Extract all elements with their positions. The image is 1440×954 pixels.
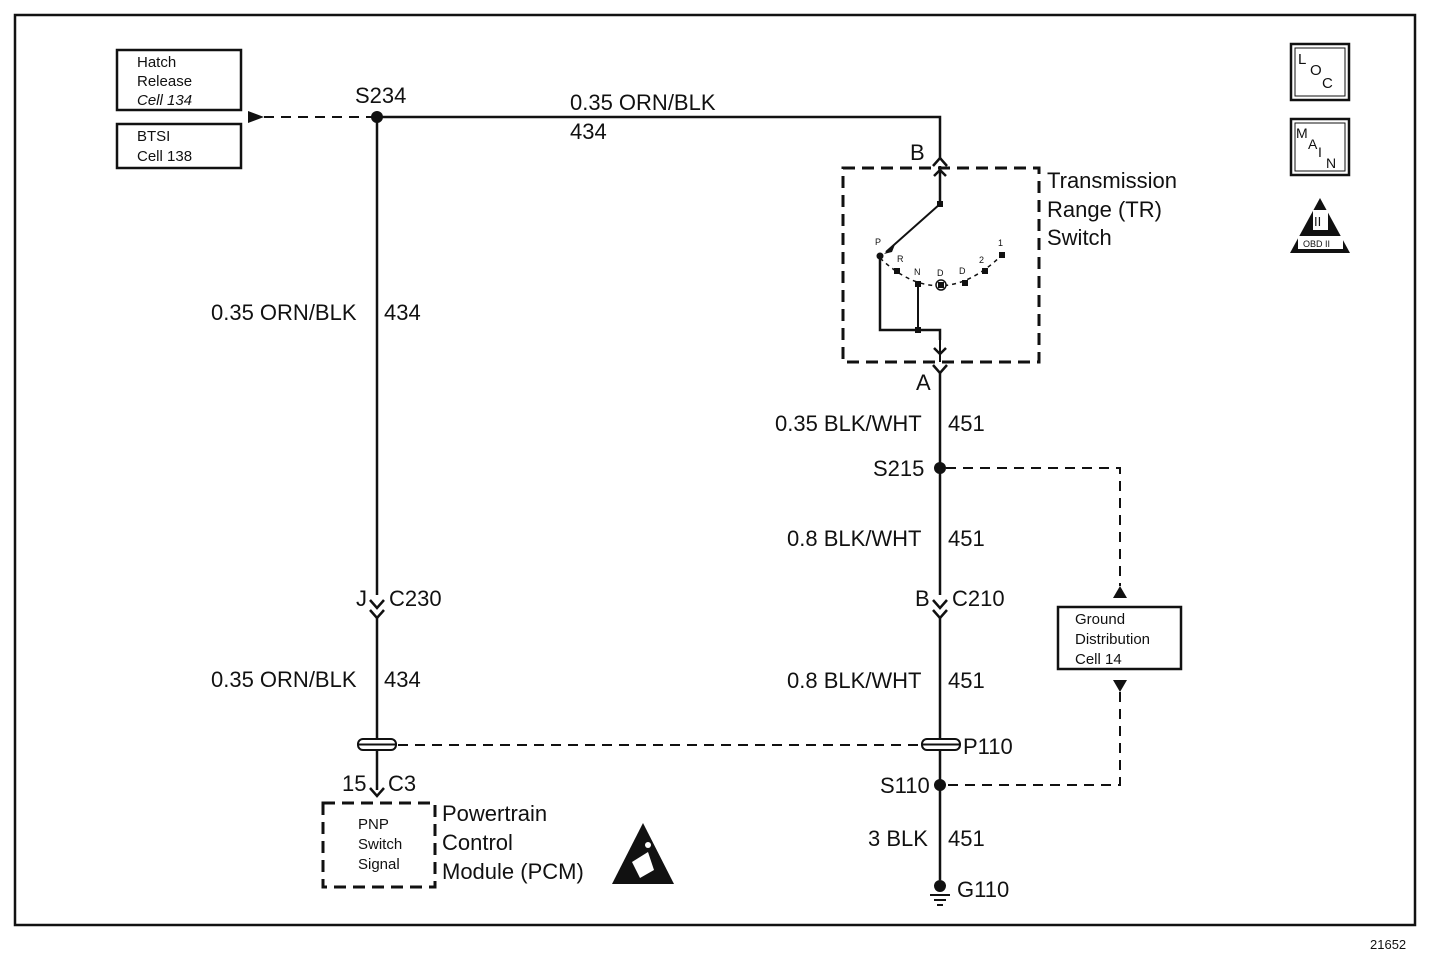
wire-right-3-circuit: 451: [948, 668, 985, 693]
ground-dist-up-arrow: [1113, 586, 1127, 598]
wire-left-upper-spec: 0.35 ORN/BLK: [211, 300, 357, 325]
tr-switch-label-1: Transmission: [1047, 168, 1177, 193]
wire-left-upper-circuit: 434: [384, 300, 421, 325]
loc-icon[interactable]: L O C: [1289, 42, 1351, 102]
ground-distribution-ref[interactable]: Ground Distribution Cell 14: [1056, 605, 1183, 671]
wire-right-4-circuit: 451: [948, 826, 985, 851]
main-icon[interactable]: M A I N: [1289, 117, 1351, 177]
connector-c210: [932, 599, 948, 620]
pcm-label-3: Module (PCM): [442, 859, 584, 884]
svg-text:BTSI: BTSI: [137, 128, 170, 145]
connector-c230-pin: J: [356, 586, 367, 611]
svg-text:P: P: [875, 237, 881, 247]
shield-p110: [921, 738, 961, 751]
obd-ii-icon: II OBD II: [1290, 198, 1350, 253]
tr-switch-label-3: Switch: [1047, 225, 1112, 250]
esd-warning-icon: [612, 823, 674, 884]
svg-text:Cell 134: Cell 134: [137, 92, 192, 109]
svg-text:Ground: Ground: [1075, 611, 1125, 628]
wire-right-2-circuit: 451: [948, 526, 985, 551]
wire-right-2-spec: 0.8 BLK/WHT: [787, 526, 921, 551]
wire-left-lower-spec: 0.35 ORN/BLK: [211, 667, 357, 692]
tr-switch-position-labels: P R N D D 2 1: [875, 237, 1003, 278]
pnp-label-2: Switch: [358, 836, 402, 853]
hatch-release-ref[interactable]: Hatch Release Cell 134: [115, 48, 243, 112]
connector-c230-label: C230: [389, 586, 442, 611]
svg-text:Release: Release: [137, 73, 192, 90]
tr-switch-label-2: Range (TR): [1047, 197, 1162, 222]
wire-right-4-spec: 3 BLK: [868, 826, 928, 851]
svg-text:O: O: [1310, 62, 1322, 79]
tr-pin-b: B: [910, 140, 925, 165]
wire-top-spec: 0.35 ORN/BLK: [570, 90, 716, 115]
connector-c230: [369, 599, 385, 620]
connector-c3-label: C3: [388, 771, 416, 796]
splice-s215-label: S215: [873, 456, 924, 481]
splice-s110: [934, 779, 946, 791]
s215-ground-dash: [946, 467, 1121, 586]
splice-s215: [934, 462, 946, 474]
svg-text:A: A: [1308, 136, 1318, 152]
svg-text:Cell 14: Cell 14: [1075, 651, 1122, 668]
wire-right-1-spec: 0.35 BLK/WHT: [775, 411, 922, 436]
svg-text:D: D: [937, 268, 944, 278]
connector-c210-pin: B: [915, 586, 930, 611]
pnp-label-1: PNP: [358, 816, 389, 833]
p110-label: P110: [963, 734, 1013, 759]
tr-b-connector: [932, 156, 948, 167]
connector-c3-symbol: [369, 787, 385, 798]
svg-text:I: I: [1318, 144, 1322, 160]
connector-c3-pin: 15: [342, 771, 366, 796]
svg-text:M: M: [1296, 125, 1308, 141]
svg-text:N: N: [1326, 155, 1336, 171]
svg-text:C: C: [1322, 75, 1333, 92]
s110-ground-dash: [946, 692, 1121, 786]
pnp-label-3: Signal: [358, 856, 400, 873]
pcm-box: [321, 801, 437, 889]
svg-text:N: N: [914, 267, 921, 277]
splice-s234-label: S234: [355, 83, 406, 108]
pcm-label-1: Powertrain: [442, 801, 547, 826]
svg-text:1: 1: [998, 238, 1003, 248]
diagram-frame: [13, 13, 1417, 927]
wire-right-3-spec: 0.8 BLK/WHT: [787, 668, 921, 693]
svg-text:Cell 138: Cell 138: [137, 148, 192, 165]
tr-switch-internals: [876, 166, 1005, 362]
svg-text:Hatch: Hatch: [137, 54, 176, 71]
figure-number: 21652: [1370, 937, 1406, 952]
tr-a-connector: [932, 364, 948, 375]
svg-text:L: L: [1298, 51, 1306, 68]
wire-top: [377, 115, 942, 158]
splice-s110-label: S110: [880, 773, 930, 798]
ground-dist-down-arrow: [1113, 680, 1127, 692]
pcm-label-2: Control: [442, 830, 513, 855]
btsi-ref[interactable]: BTSI Cell 138: [115, 122, 243, 170]
tr-pin-a: A: [916, 370, 931, 395]
ground-g110-label: G110: [957, 877, 1009, 902]
svg-text:2: 2: [979, 255, 984, 265]
svg-text:II: II: [1314, 214, 1321, 229]
wire-left-lower-circuit: 434: [384, 667, 421, 692]
wire-top-circuit: 434: [570, 119, 607, 144]
svg-text:OBD II: OBD II: [1303, 239, 1330, 249]
shield-left: [357, 738, 397, 751]
svg-text:Distribution: Distribution: [1075, 631, 1150, 648]
wire-right-1-circuit: 451: [948, 411, 985, 436]
ground-icon: [930, 880, 950, 906]
svg-text:R: R: [897, 254, 904, 264]
connector-c210-label: C210: [952, 586, 1005, 611]
svg-text:D: D: [959, 266, 966, 276]
ref-arrow: [248, 111, 264, 123]
